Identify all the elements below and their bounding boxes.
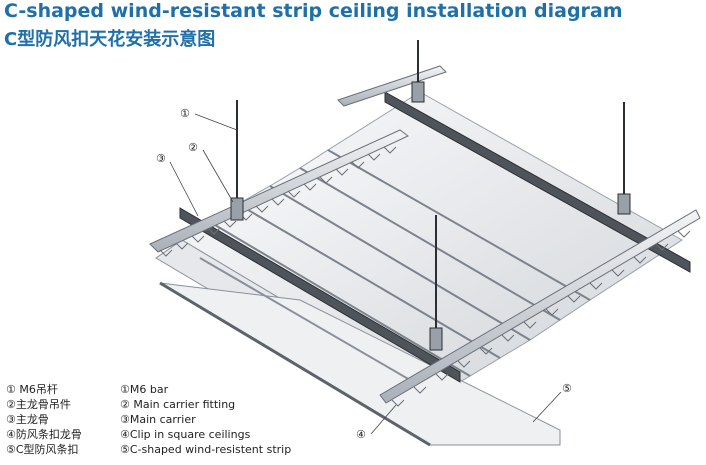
hangers	[230, 40, 631, 351]
carrier-fitting	[617, 193, 631, 215]
strip-groove	[269, 185, 531, 341]
strip-groove	[237, 203, 501, 359]
strip-groove	[327, 149, 591, 301]
legend-item: ⑤C型防风条扣	[6, 443, 79, 456]
title-english: C-shaped wind-resistant strip ceiling in…	[4, 0, 623, 22]
main-carrier	[179, 207, 461, 383]
legend-item: ⑤C-shaped wind-resistent strip	[120, 443, 292, 456]
loose-strip-edge	[199, 257, 411, 381]
c-shaped-strips	[155, 91, 683, 447]
leader-line	[169, 161, 199, 217]
legend-item: ① M6吊杆	[6, 383, 58, 396]
title-chinese: C型防风扣天花安装示意图	[4, 29, 216, 50]
legend-item: ③Main carrier	[120, 413, 196, 426]
carrier-fitting	[411, 81, 425, 103]
strip-groove	[299, 167, 561, 321]
clip-teeth	[159, 146, 397, 257]
callout-4: ④	[356, 428, 366, 441]
callout-3: ③	[156, 152, 166, 165]
carrier-fitting	[230, 197, 244, 221]
leader-line	[202, 149, 234, 203]
callout-5: ⑤	[562, 382, 572, 395]
leader-line	[370, 404, 397, 435]
legend-chinese: ① M6吊杆 ②主龙骨吊件 ③主龙骨 ④防风条扣龙骨 ⑤C型防风条扣	[6, 382, 82, 457]
carrier-fitting	[429, 327, 443, 351]
legend-item: ③主龙骨	[6, 413, 49, 426]
legend-item: ④防风条扣龙骨	[6, 428, 82, 441]
clip-carriers	[149, 65, 701, 407]
legend-item: ② Main carrier fitting	[120, 398, 236, 411]
legend-item: ①M6 bar	[120, 383, 169, 396]
callout-2: ②	[188, 141, 198, 154]
legend-item: ②主龙骨吊件	[6, 398, 71, 411]
clip-teeth	[391, 230, 691, 407]
callout-1: ①	[180, 107, 190, 120]
clip-carrier	[149, 129, 409, 253]
strip-groove	[209, 221, 471, 377]
main-carriers	[179, 91, 691, 383]
clip-carrier	[379, 209, 701, 404]
leader-line	[532, 391, 562, 423]
legend-item: ④Clip in square ceilings	[120, 428, 251, 441]
callouts: ① ② ③ ④ ⑤	[156, 107, 572, 441]
main-carrier	[384, 91, 691, 273]
legend-english: ①M6 bar ② Main carrier fitting ③Main car…	[120, 382, 291, 457]
leader-line	[194, 113, 238, 131]
